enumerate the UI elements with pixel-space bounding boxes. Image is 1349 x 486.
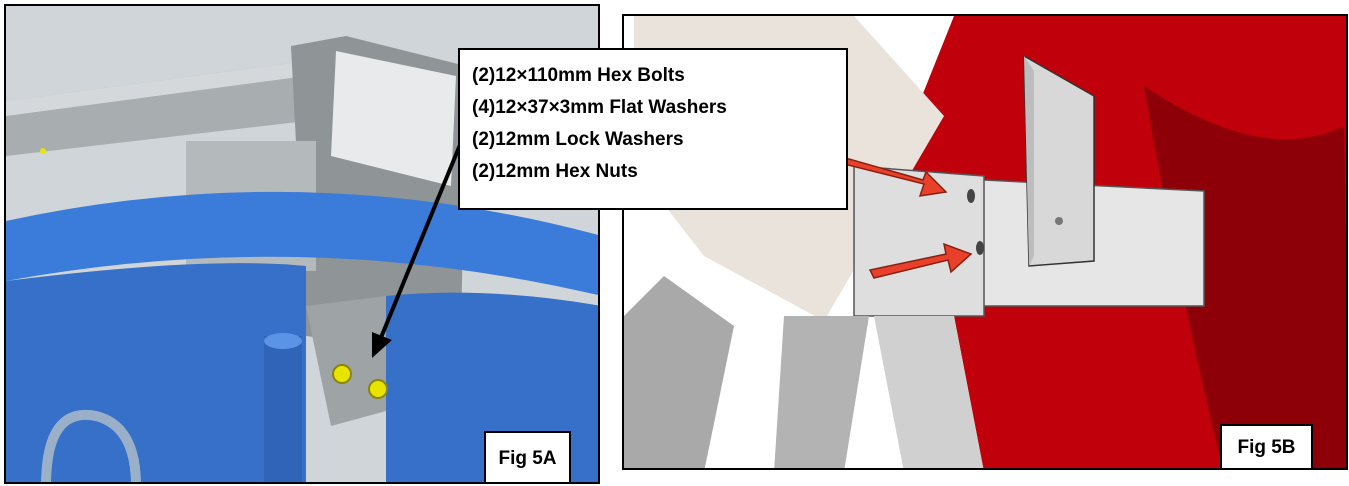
callout-line-hex-bolts: (2)12×110mm Hex Bolts — [472, 65, 685, 86]
figure-5a-drawing — [6, 6, 598, 482]
parts-callout: (2)12×110mm Hex Bolts (4)12×37×3mm Flat … — [458, 48, 848, 210]
figure-label-5b: Fig 5B — [1220, 424, 1313, 468]
callout-line-lock-washers: (2)12mm Lock Washers — [472, 129, 684, 150]
callout-line-flat-washers: (4)12×37×3mm Flat Washers — [472, 97, 727, 118]
callout-line-hex-nuts: (2)12mm Hex Nuts — [472, 161, 638, 182]
figure-label-5a: Fig 5A — [484, 431, 571, 482]
